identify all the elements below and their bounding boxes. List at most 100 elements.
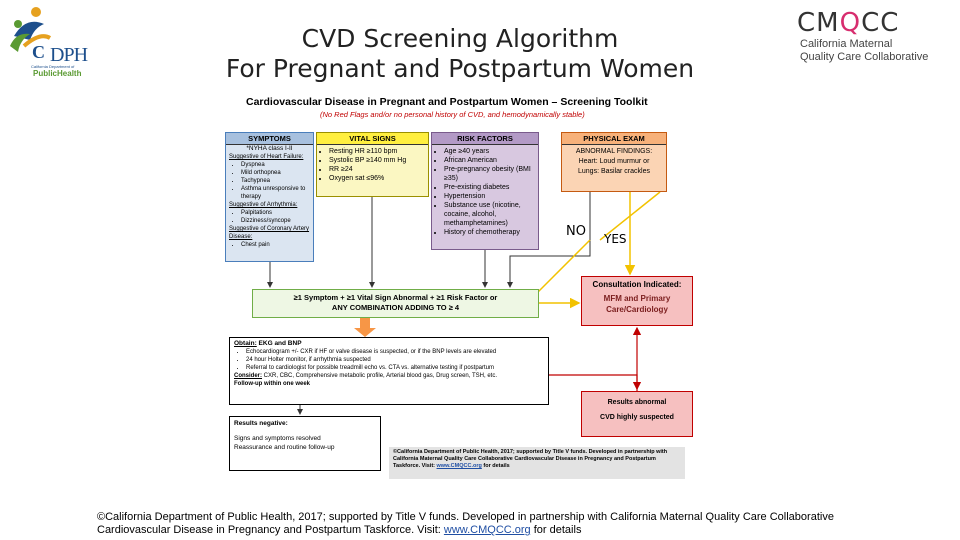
consider-lead: Consider:	[234, 373, 263, 379]
list-item: Dizziness/syncope	[241, 217, 310, 225]
vital-signs-box: VITAL SIGNS Resting HR ≥110 bpm Systolic…	[316, 132, 429, 197]
list-item: Hypertension	[444, 192, 538, 201]
footer-link[interactable]: www.CMQCC.org	[443, 524, 531, 536]
symptoms-header: SYMPTOMS	[226, 133, 313, 145]
nyha-class: *NYHA class I-II	[246, 145, 293, 152]
physical-heart: Heart: Loud murmur or	[578, 158, 650, 165]
list-item: Palpitations	[241, 209, 310, 217]
results-negative-line2: Reassurance and routine follow-up	[234, 444, 335, 451]
results-negative-box: Results negative: Signs and symptoms res…	[229, 416, 381, 471]
copyright-box-text: ©California Department of Public Health,…	[393, 449, 668, 469]
cdph-public-health: PublicHealth	[33, 69, 81, 78]
list-item: Resting HR ≥110 bpm	[329, 147, 428, 156]
obtain-heading: Obtain: EKG and BNP	[234, 340, 544, 348]
list-item: Pre-pregnancy obesity (BMI ≥35)	[444, 165, 538, 183]
results-abnormal-box: Results abnormal CVD highly suspected	[581, 391, 693, 437]
criteria-box: ≥1 Symptom + ≥1 Vital Sign Abnormal + ≥1…	[252, 289, 539, 318]
cdph-subtitle: California Department of	[31, 64, 75, 69]
footer-text: ©California Department of Public Health,…	[97, 511, 834, 536]
results-abnormal-line2: CVD highly suspected	[600, 414, 674, 421]
copyright-box-tail: for details	[483, 463, 510, 469]
arrow-combo-to-obtain	[354, 318, 376, 337]
slide-title: CVD Screening Algorithm For Pregnant and…	[200, 24, 720, 84]
vital-signs-list: Resting HR ≥110 bpm Systolic BP ≥140 mm …	[317, 147, 428, 183]
risk-factors-header: RISK FACTORS	[432, 133, 538, 145]
list-item: 24 hour Holter monitor, if arrhythmia su…	[246, 356, 544, 364]
list-item: Chest pain	[241, 241, 310, 249]
criteria-line2: ANY COMBINATION ADDING TO ≥ 4	[331, 303, 460, 312]
followup-line: Follow-up within one week	[234, 381, 310, 387]
consult-line3: Care/Cardiology	[606, 305, 668, 314]
physical-exam-header: PHYSICAL EXAM	[562, 133, 666, 145]
list-item: Substance use (nicotine, cocaine, alcoho…	[444, 201, 538, 228]
slide-title-line1: CVD Screening Algorithm	[301, 24, 619, 53]
list-item: History of chemotherapy	[444, 228, 538, 237]
cdph-letters-dph: DPH	[50, 44, 88, 66]
physical-exam-box: PHYSICAL EXAM ABNORMAL FINDINGS: Heart: …	[561, 132, 667, 192]
obtain-list: Echocardiogram +/- CXR if HF or valve di…	[234, 348, 544, 372]
list-item: Echocardiogram +/- CXR if HF or valve di…	[246, 348, 544, 356]
obtain-lead: Obtain:	[234, 340, 257, 347]
cmqcc-subtitle: California Maternal Quality Care Collabo…	[800, 38, 928, 64]
cmqcc-logo-q: Q	[839, 8, 862, 38]
risk-factors-list: Age ≥40 years African American Pre-pregn…	[432, 147, 538, 237]
slide-title-line2: For Pregnant and Postpartum Women	[225, 54, 695, 83]
physical-abnormal: ABNORMAL FINDINGS:	[575, 148, 653, 155]
cad-heading: Suggestive of Coronary Artery Disease:	[229, 226, 310, 240]
cmqcc-logo-cm: CM	[797, 8, 840, 38]
consider-rest: CXR, CBC, Comprehensive metabolic profil…	[262, 373, 498, 379]
list-item: Age ≥40 years	[444, 147, 538, 156]
list-item: Referral to cardiologist for possible tr…	[246, 364, 544, 372]
risk-factors-box: RISK FACTORS Age ≥40 years African Ameri…	[431, 132, 539, 250]
symptoms-box: SYMPTOMS *NYHA class I-II Suggestive of …	[225, 132, 314, 262]
cmqcc-logo-cc: CC	[861, 8, 900, 38]
list-item: RR ≥24	[329, 165, 428, 174]
copyright-box-link[interactable]: www.CMQCC.org	[436, 463, 482, 469]
no-label: NO	[566, 224, 586, 239]
list-item: Asthma unresponsive to therapy	[241, 185, 310, 201]
cmqcc-subtitle-line2: Quality Care Collaborative	[800, 51, 929, 63]
consult-line2: MFM and Primary	[603, 294, 671, 303]
list-item: Mild orthopnea	[241, 169, 310, 177]
arrow-no-path	[507, 192, 591, 288]
toolkit-title: Cardiovascular Disease in Pregnant and P…	[246, 96, 648, 108]
yes-label: YES	[604, 232, 627, 246]
obtain-lead-rest: EKG and BNP	[256, 340, 302, 347]
cdph-health: Health	[57, 69, 82, 78]
consult-line1: Consultation Indicated:	[592, 280, 682, 289]
copyright-box: ©California Department of Public Health,…	[389, 447, 685, 479]
arrow-obtain-to-abnormal	[549, 374, 642, 391]
list-item: Oxygen sat ≤96%	[329, 174, 428, 183]
physical-exam-findings: ABNORMAL FINDINGS: Heart: Loud murmur or…	[562, 145, 666, 177]
arrhythmia-heading: Suggestive of Arrhythmia:	[229, 202, 298, 208]
obtain-tests-box: Obtain: EKG and BNP Echocardiogram +/- C…	[229, 337, 549, 405]
results-negative-title: Results negative:	[234, 420, 288, 427]
cad-list: Chest pain	[229, 241, 310, 249]
hf-heading: Suggestive of Heart Failure:	[229, 154, 304, 160]
cmqcc-subtitle-line1: California Maternal	[800, 38, 893, 50]
cdph-logo: C DPH California Department of PublicHea…	[4, 6, 90, 78]
arrow-risk-to-consult	[529, 239, 591, 301]
consultation-box: Consultation Indicated: MFM and Primary …	[581, 276, 693, 326]
physical-lungs: Lungs: Basilar crackles	[578, 168, 650, 175]
cmqcc-logo: CMQCC	[797, 8, 899, 38]
toolkit-subtitle: (No Red Flags and/or no personal history…	[320, 110, 585, 119]
consider-line: Consider: CXR, CBC, Comprehensive metabo…	[234, 372, 544, 380]
results-abnormal-line1: Results abnormal	[607, 399, 667, 406]
list-item: Systolic BP ≥140 mm Hg	[329, 156, 428, 165]
arrhythmia-list: Palpitations Dizziness/syncope	[229, 209, 310, 225]
cdph-public: Public	[33, 69, 58, 78]
cdph-letter-c: C	[32, 42, 45, 62]
list-item: Dyspnea	[241, 161, 310, 169]
vital-signs-header: VITAL SIGNS	[317, 133, 428, 145]
list-item: African American	[444, 156, 538, 165]
footer-copyright: ©California Department of Public Health,…	[97, 511, 897, 537]
hf-list: Dyspnea Mild orthopnea Tachypnea Asthma …	[229, 161, 310, 201]
footer-tail: for details	[533, 524, 582, 536]
criteria-line1: ≥1 Symptom + ≥1 Vital Sign Abnormal + ≥1…	[293, 293, 498, 302]
list-item: Tachypnea	[241, 177, 310, 185]
arrow-yes-diagonal	[599, 191, 661, 241]
results-negative-line1: Signs and symptoms resolved	[234, 435, 321, 442]
cdph-figure-icon	[10, 7, 52, 52]
